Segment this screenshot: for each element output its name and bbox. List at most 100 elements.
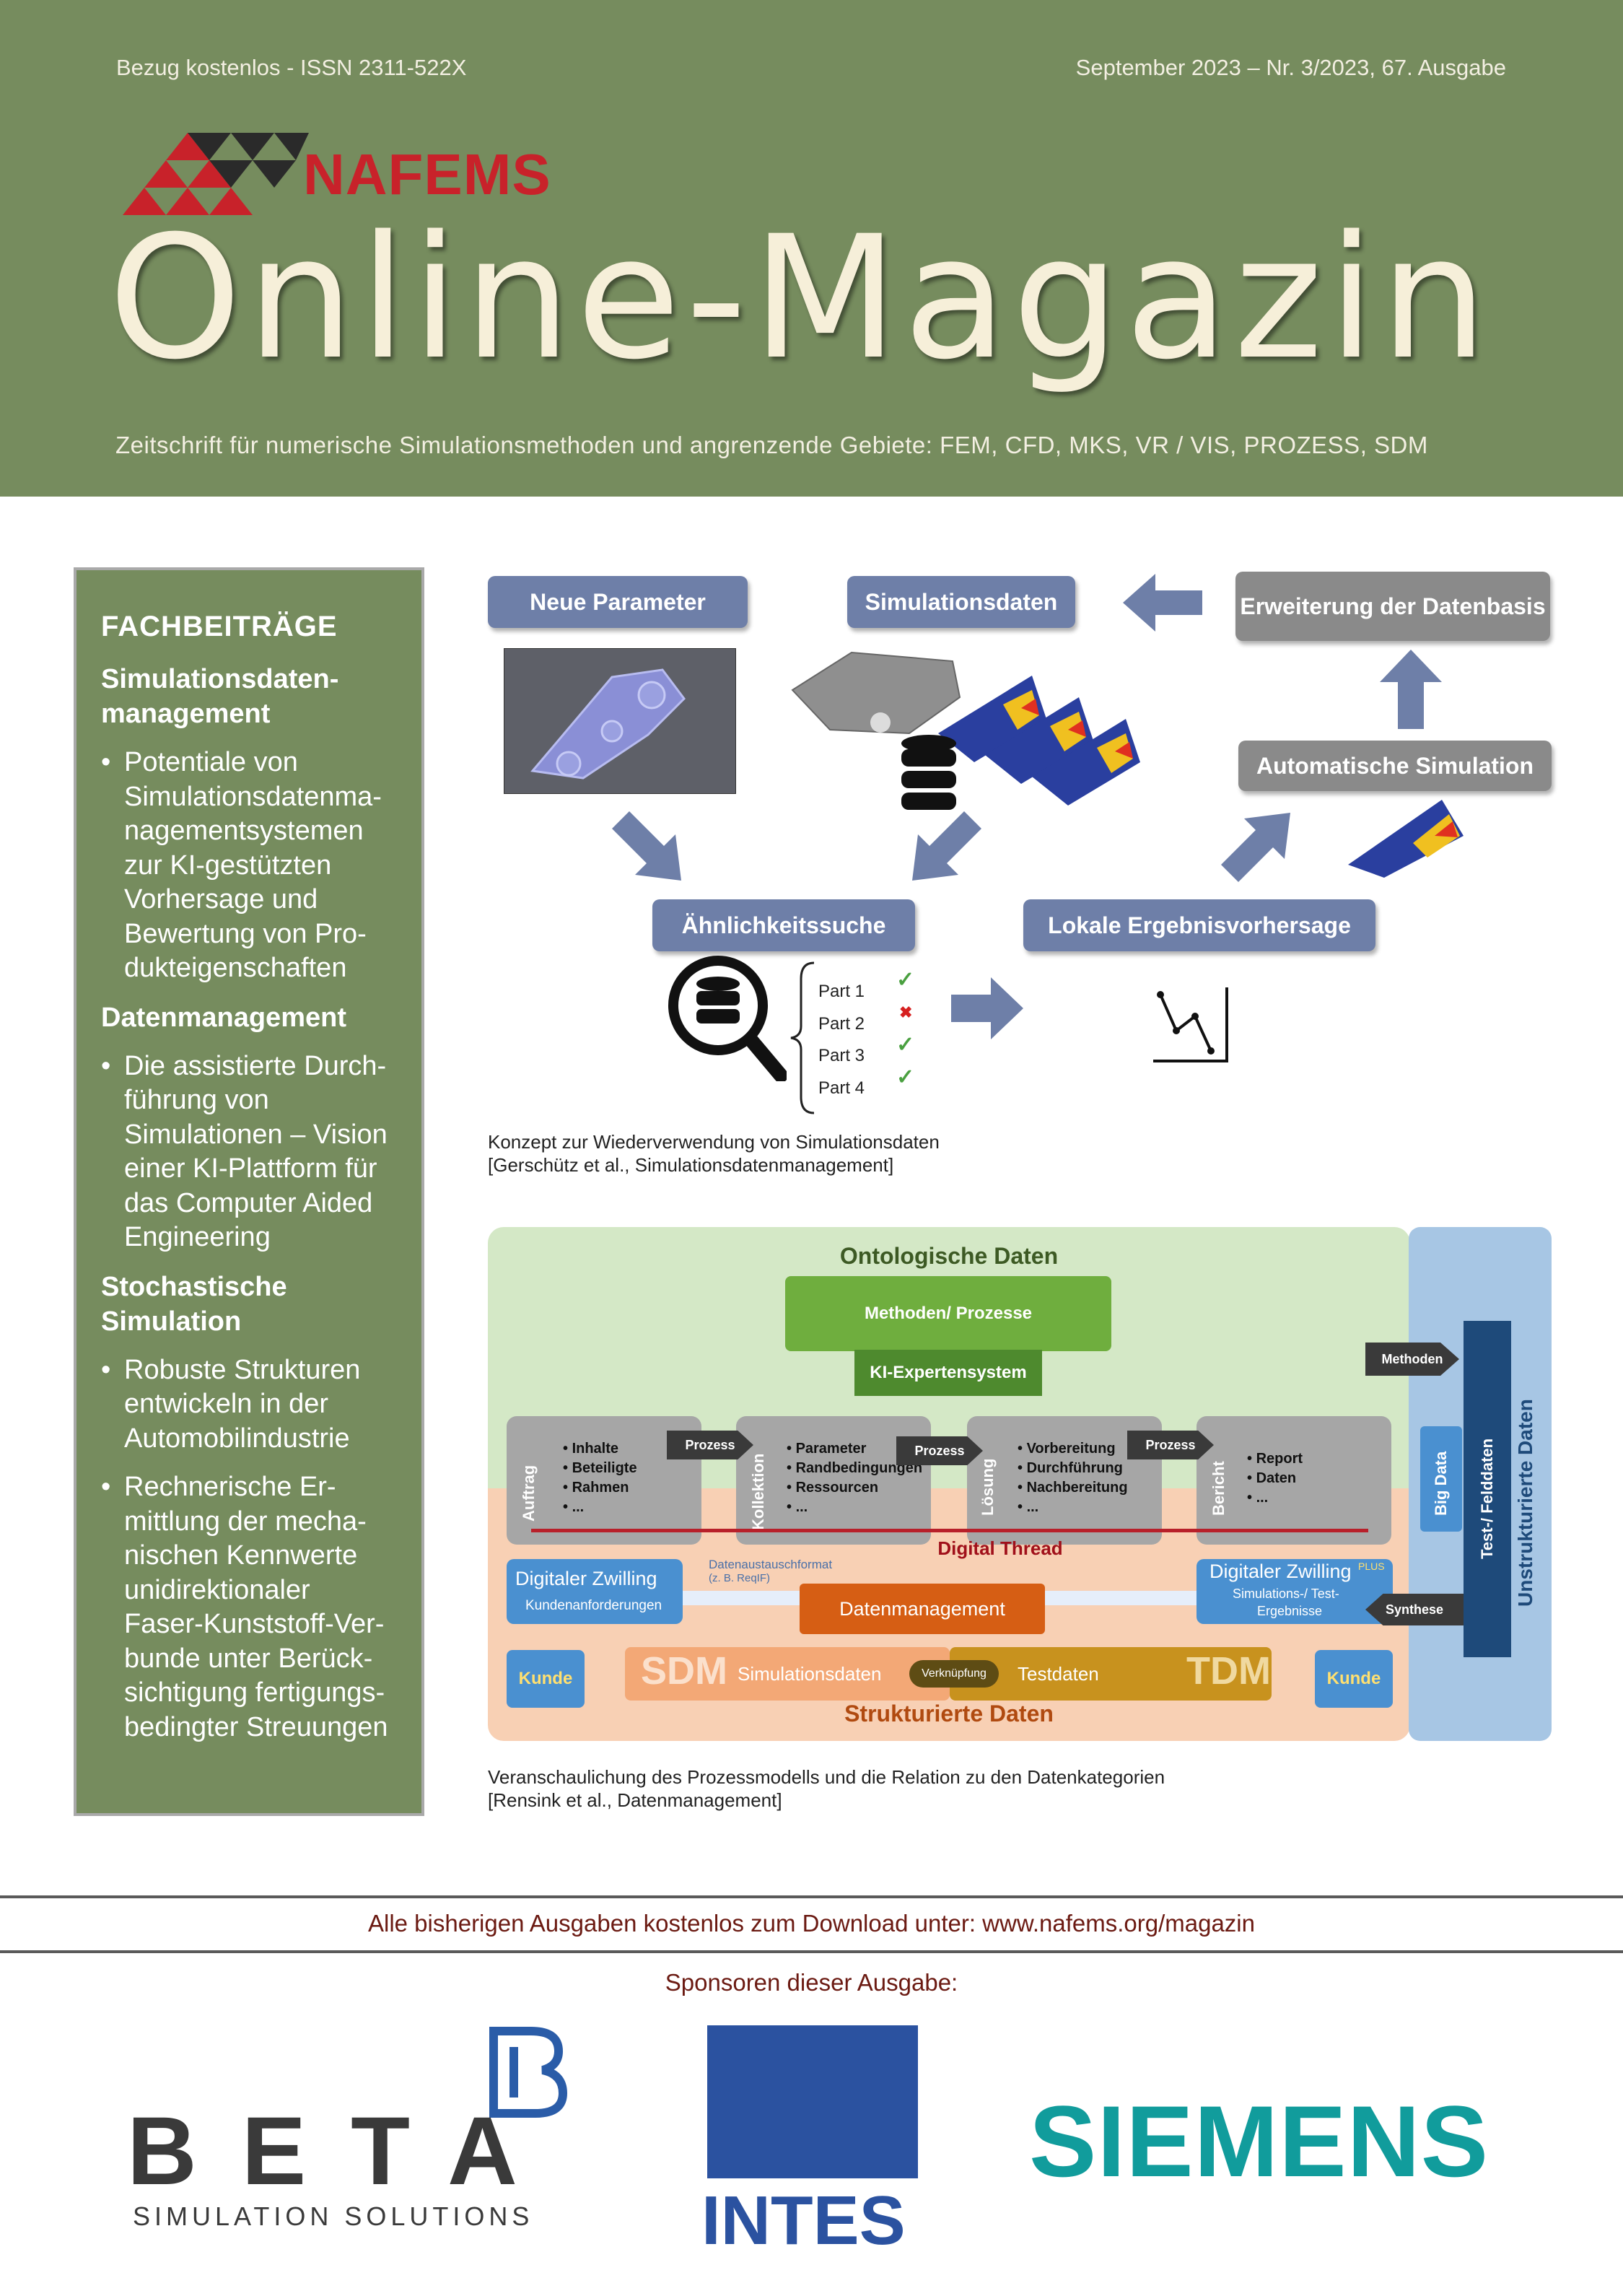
section-title-line: Simulationsdaten- [101,664,339,694]
digital-twin-right [1197,1559,1393,1624]
stage-item: Vorbereitung [1018,1439,1128,1459]
check-icon: ✓ [896,968,915,992]
synthese-tag: Synthese [1365,1594,1464,1625]
stage-item: Nachbereitung [1018,1478,1128,1498]
caption-line: [Rensink et al., Datenmanagement] [488,1789,782,1811]
article-link[interactable]: Robuste Strukturen entwickeln in der Aut… [101,1353,397,1457]
stage-items: Parameter Randbedingungen Ressourcen ... [787,1439,923,1517]
dz-right-sub2: Ergebnisse [1257,1604,1323,1618]
nafems-logo-mark [123,133,309,215]
intes-logo-text: INTES [701,2182,906,2259]
search-icon [668,956,787,1081]
dz-left-sub: Kundenanforderungen [525,1598,662,1613]
article-line: führung von [124,1085,269,1115]
process-model-diagram: Ontologische Daten Methoden/ Prozesse KI… [488,1227,1552,1741]
stage-name: Auftrag [520,1465,538,1522]
part-label: Part 4 [818,1078,865,1098]
part-label: Part 3 [818,1046,865,1065]
sdm-label: SDM [641,1649,727,1693]
stage-item: ... [787,1498,922,1517]
stage-item: Randbedingungen [787,1459,923,1478]
article-line: Rechnerische Er- [124,1472,336,1502]
testfeld-label: Test-/ Felddaten [1478,1438,1496,1559]
article-line: Robuste Strukturen [124,1354,361,1385]
arrow-up-icon [1380,650,1442,729]
prozess-tag: Prozess [896,1436,983,1465]
prozess-tag: Prozess [1127,1431,1214,1459]
tdm-label: TDM [1186,1649,1271,1693]
nafems-logo-text: NAFEMS [303,142,551,206]
kunde-right: Kunde [1315,1650,1393,1708]
testdaten-label: Testdaten [1018,1663,1099,1685]
ki-expertensystem-box: KI-Expertensystem [854,1350,1042,1396]
issn-note: Bezug kostenlos - ISSN 2311-522X [116,55,467,80]
magazine-subtitle: Zeitschrift für numerische Simulationsme… [115,432,1428,458]
issue-date: September 2023 – Nr. 3/2023, 67. Ausgabe [1075,55,1506,80]
auto-sim-result-image [1348,800,1464,878]
articles-sidebar: FACHBEITRÄGE Simulationsdaten- managemen… [74,567,424,1816]
parts-status: ✓ ✖ ✓ ✓ [896,964,914,1094]
beta-logo-sub: SIMULATION SOLUTIONS [133,2201,534,2231]
stage-items: Inhalte Beteiligte Rahmen ... [563,1439,637,1517]
article-link[interactable]: Rechnerische Er- mittlung der mecha- nis… [101,1470,397,1745]
check-icon: ✓ [896,1033,915,1057]
stage-item: Parameter [787,1439,922,1459]
article-line: Faser-Kunststoff-Ver- [124,1609,385,1639]
simulationsdaten-label: Simulationsdaten [738,1663,882,1685]
beta-logo-text: BETA [127,2098,562,2205]
caption-line: Konzept zur Wiederverwendung von Simulat… [488,1131,940,1153]
download-link[interactable]: Alle bisherigen Ausgaben kostenlos zum D… [367,1910,1255,1937]
stage-name: Lösung [979,1458,997,1516]
article-link[interactable]: Potentiale von Simulationsdatenma- nagem… [101,746,397,986]
arrow-left-icon [1123,574,1202,632]
dz-right-sub: Simulations-/ Test- [1233,1586,1339,1601]
stage-item: ... [1247,1488,1303,1508]
magazine-header [0,0,1623,497]
arrow-down-left-icon [912,811,981,881]
sdm-bar [625,1647,950,1701]
figure1-caption: Konzept zur Wiederverwendung von Simulat… [488,1130,940,1177]
top-rule [0,1895,1623,1898]
lokale-ergebnisvorhersage-box: Lokale Ergebnisvorhersage [1023,899,1375,951]
part-label: Part 2 [818,1013,865,1034]
stage-item: Report [1247,1449,1303,1469]
section-title-line: management [101,699,271,729]
section-title: Stochastische Simulation [101,1270,397,1339]
article-line: Simulationsdatenma- [124,781,382,812]
digital-thread-label: Digital Thread [937,1537,1063,1559]
stage-item: Inhalte [563,1439,637,1459]
article-line: nagementsystemen [124,816,364,846]
verknuepfung-badge: Verknüpfung [909,1660,999,1688]
parts-list: Part 1 Part 2 Part 3 Part 4 [818,976,865,1104]
tdm-bar [950,1647,1272,1701]
datenaustausch-sub: (z. B. ReqIF) [709,1572,771,1584]
article-link[interactable]: Die assistierte Durch- führung von Simul… [101,1049,397,1255]
big-data-label: Big Data [1432,1451,1450,1516]
cross-icon: ✖ [899,1003,913,1021]
simulation-results-image [791,651,1140,806]
magazine-title: Online-Magazin [108,200,1493,397]
article-line: nischen Kennwerte [124,1540,358,1571]
article-line: sichtigung fertigungs- [124,1677,385,1708]
stage-name: Kollektion [749,1453,767,1530]
bottom-rule [0,1950,1623,1953]
methoden-tag: Methoden [1365,1343,1459,1376]
stage-item: Daten [1247,1469,1303,1488]
arrow-down-right-icon [612,811,681,881]
stage-item: ... [563,1498,637,1517]
stage-item: ... [1018,1498,1128,1517]
article-line: mittlung der mecha- [124,1506,367,1537]
check-icon: ✓ [896,1065,915,1089]
stage-item: Ressourcen [787,1478,922,1498]
arrow-right-icon [951,977,1023,1039]
erweiterung-box: Erweiterung der Datenbasis [1235,572,1550,641]
stage-name: Bericht [1209,1461,1228,1516]
siemens-logo-text: SIEMENS [1029,2085,1489,2198]
caption-line: [Gerschütz et al., Simulationsdatenmanag… [488,1154,894,1176]
article-line: das Computer Aided [124,1187,373,1218]
section-title-line: Simulation [101,1306,242,1337]
database-icon [901,735,956,810]
article-line: zur KI-gestützten [124,850,332,881]
section-title: Datenmanagement [101,1000,397,1035]
strukturierte-label: Strukturierte Daten [844,1701,1054,1727]
